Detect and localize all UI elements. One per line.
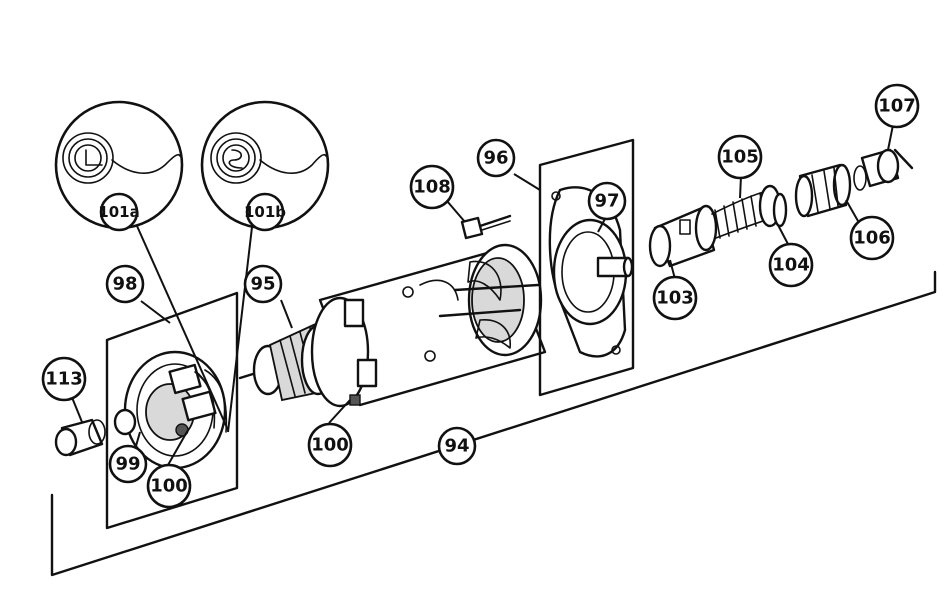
callout-label: 100	[150, 476, 188, 497]
callout-101a: 101a	[98, 192, 140, 232]
yoke-housing	[310, 243, 547, 408]
callout-label: 113	[45, 369, 83, 390]
collar	[794, 163, 852, 218]
shaft-nut	[853, 148, 914, 191]
callout-96: 96	[476, 138, 516, 178]
callout-97: 97	[587, 181, 627, 221]
callout-label: 101b	[244, 203, 286, 221]
callout-104: 104	[768, 242, 814, 288]
callout-94: 94	[437, 426, 477, 466]
callout-98: 98	[105, 264, 145, 304]
callout-label: 94	[444, 436, 469, 457]
callout-label: 108	[413, 177, 451, 198]
callout-106: 106	[849, 215, 895, 261]
callout-label: 98	[112, 274, 137, 295]
callout-label: 107	[878, 96, 916, 117]
callout-label: 96	[483, 148, 508, 169]
callout-label: 101a	[98, 203, 139, 221]
callout-99: 99	[108, 444, 148, 484]
callout-108: 108	[409, 164, 455, 210]
callout-100-yoke: 100	[307, 422, 353, 468]
callout-label: 103	[656, 288, 694, 309]
callout-label: 104	[772, 255, 810, 276]
assembly-bracket	[50, 270, 937, 577]
spring-inset-101a	[54, 100, 184, 230]
callout-95: 95	[243, 264, 283, 304]
spring-inset-101b	[200, 100, 330, 230]
callout-label: 95	[250, 274, 275, 295]
callout-105: 105	[717, 134, 763, 180]
callout-label: 100	[311, 435, 349, 456]
callout-103: 103	[652, 275, 698, 321]
callout-label: 97	[594, 191, 619, 212]
end-bracket-panel	[105, 291, 239, 530]
callout-107: 107	[874, 83, 920, 129]
callout-label: 99	[115, 454, 140, 475]
callout-100-end-bracket: 100	[146, 463, 192, 509]
drive-pinion	[648, 204, 718, 268]
callout-label: 106	[853, 228, 891, 249]
callout-label: 105	[721, 147, 759, 168]
drive-spring	[711, 184, 788, 239]
leader-lines	[70, 124, 894, 466]
callout-113: 113	[41, 356, 87, 402]
callout-101b: 101b	[244, 192, 286, 232]
through-bolt	[460, 214, 512, 240]
bush	[54, 418, 106, 457]
drive-end-panel	[538, 138, 635, 397]
